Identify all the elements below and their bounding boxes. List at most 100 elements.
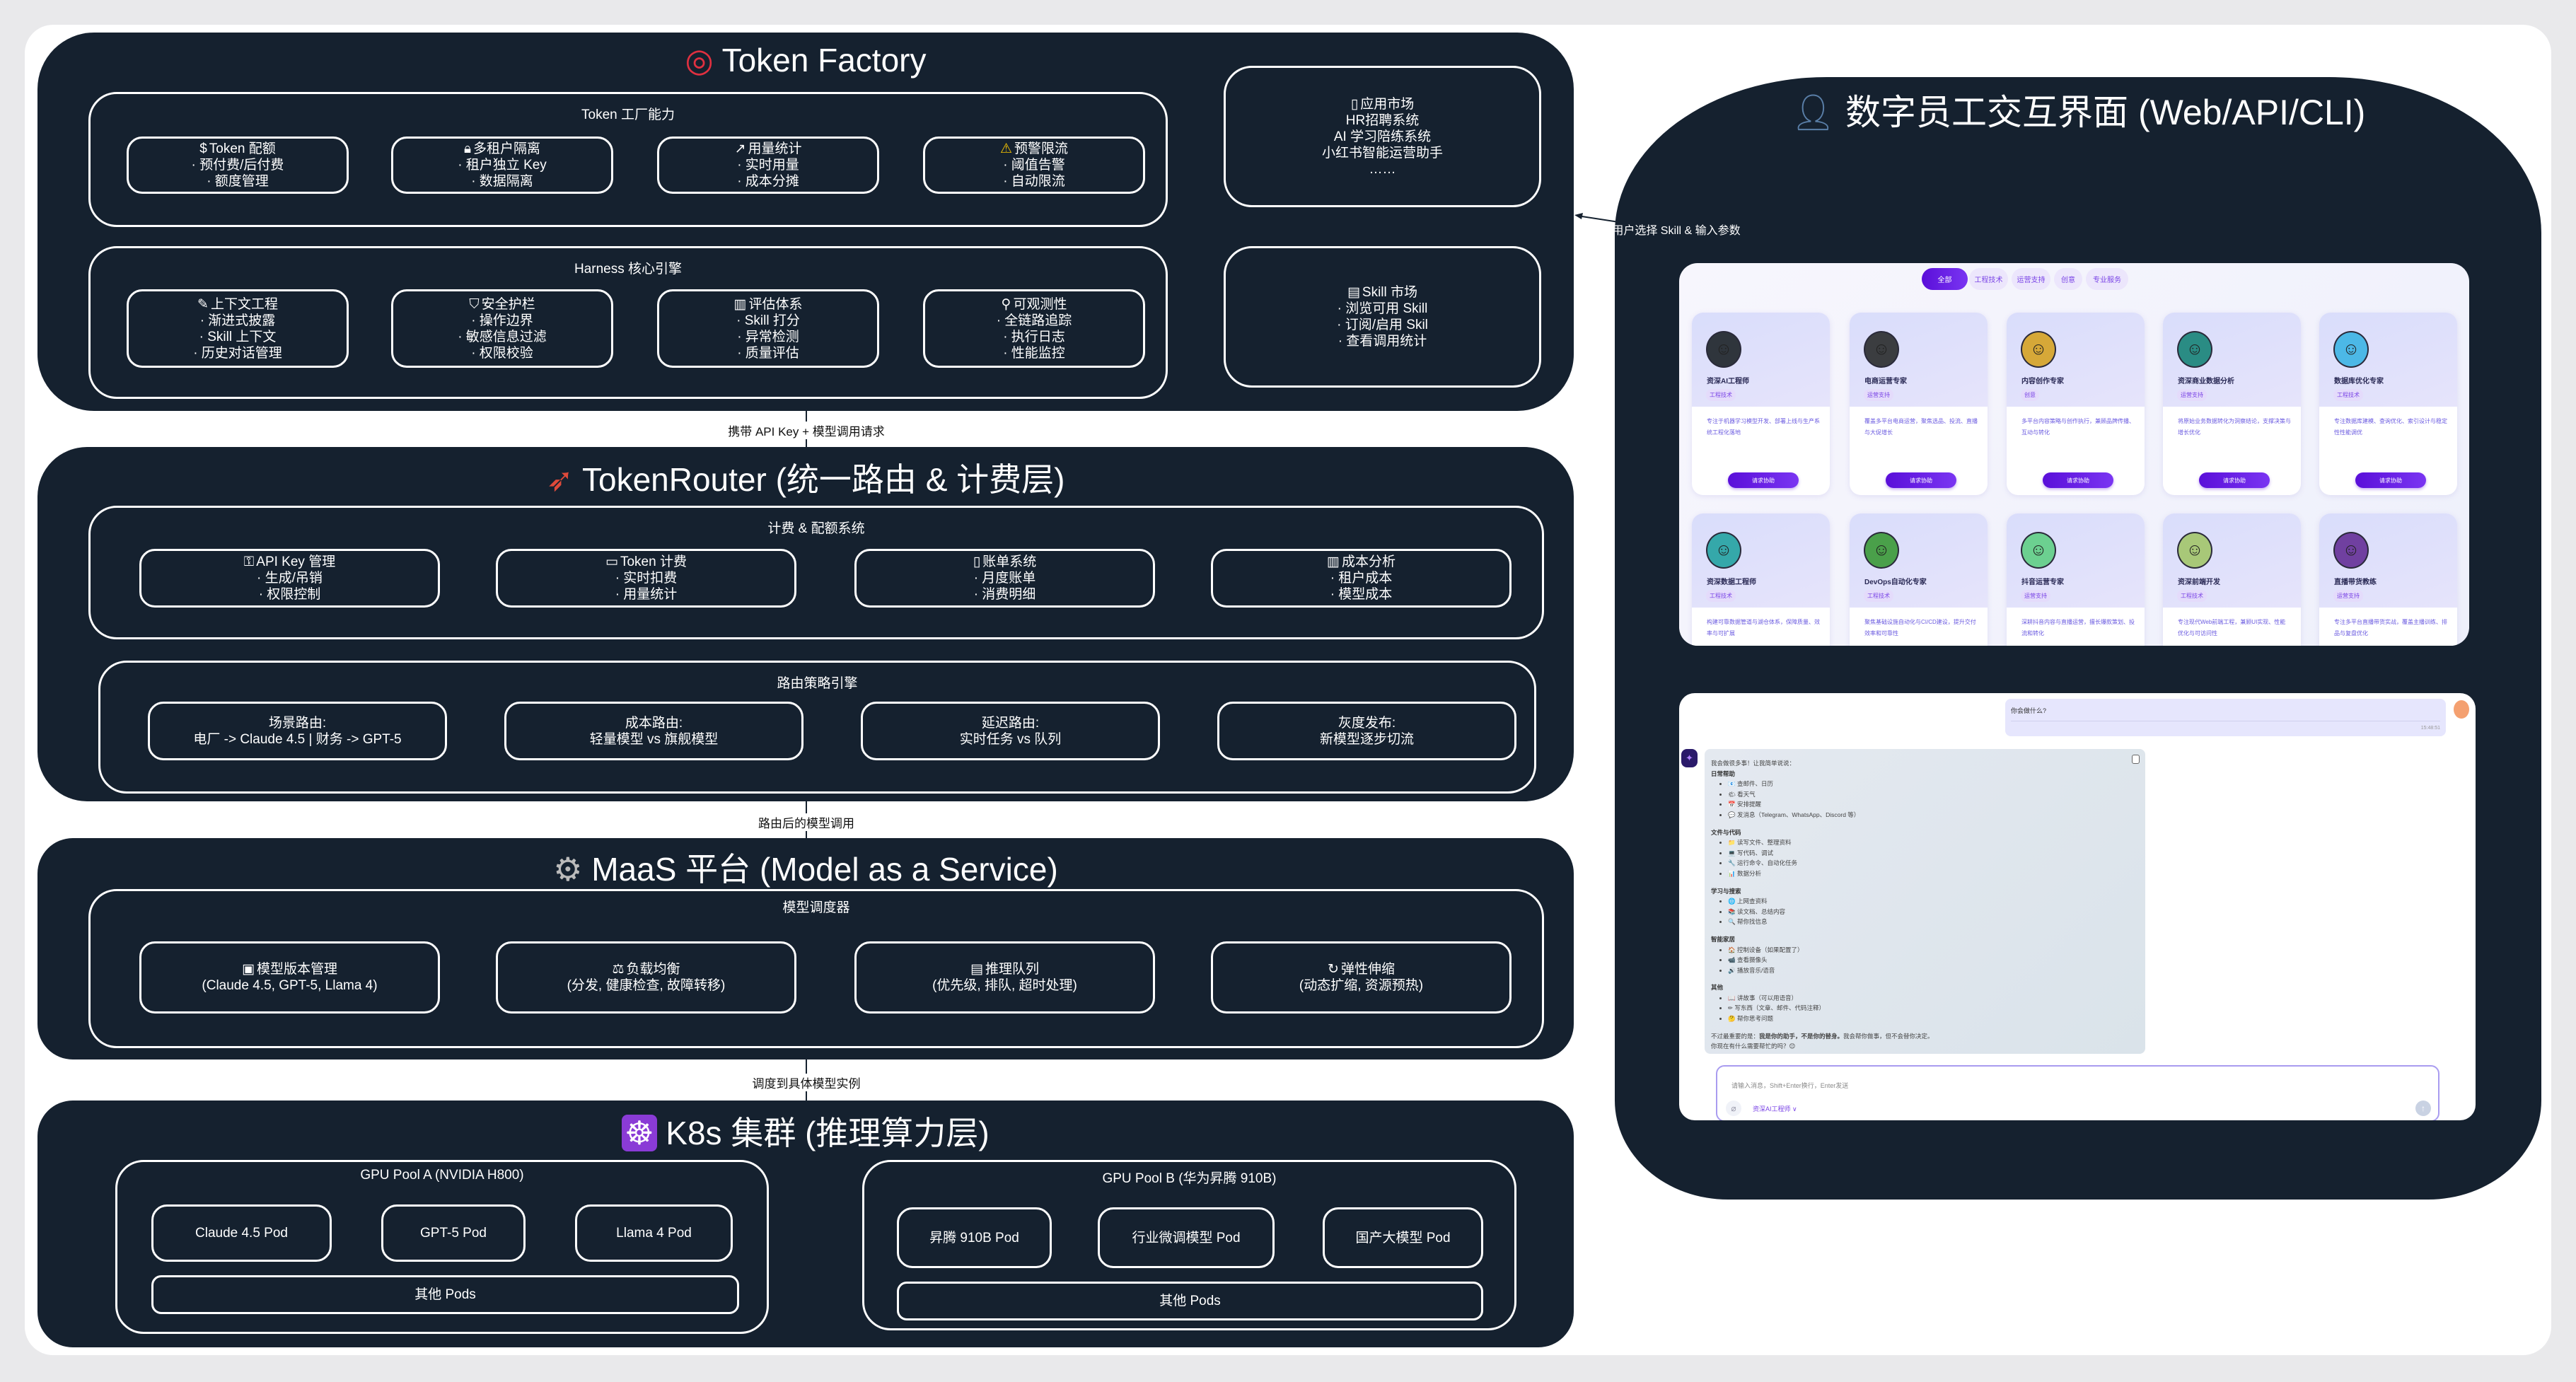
capability-section: 智能家居🏠 控制设备（如果配置了）📹 查看摄像头🔊 播放音乐/语音: [1711, 934, 2139, 975]
pod-others-b[interactable]: 其他 Pods: [897, 1282, 1483, 1320]
routing-card[interactable]: 成本路由:轻量模型 vs 旗舰模型: [504, 702, 803, 760]
list-item: 📁 读写文件、整理资料: [1728, 837, 2139, 848]
billing-card[interactable]: ▯账单系统· 月度账单· 消费明细: [854, 549, 1155, 608]
pod-llama[interactable]: Llama 4 Pod: [575, 1204, 733, 1262]
skill-card[interactable]: ☺DevOps自动化专家工程技术聚焦基础设施自动化与CI/CD建设，提升交付效率…: [1850, 513, 1988, 646]
card-item: · 阈值告警: [1003, 158, 1065, 173]
send-button[interactable]: ↑: [2415, 1101, 2431, 1116]
card-title: 上下文工程: [210, 296, 278, 312]
filter-tab[interactable]: 运营支持: [2012, 268, 2050, 290]
request-help-button[interactable]: 请求协助: [2043, 472, 2113, 488]
request-help-button[interactable]: 请求协助: [2355, 472, 2426, 488]
pod-others-a[interactable]: 其他 Pods: [151, 1275, 739, 1314]
digital-employee-title: 👤︎ 数字员工交互界面 (Web/API/CLI): [1615, 84, 2541, 135]
agent-selector[interactable]: 资深AI工程师 ∨: [1753, 1105, 1797, 1113]
filter-tab[interactable]: 工程技术: [1969, 268, 2008, 290]
user-avatar: [2454, 700, 2469, 719]
lock-icon: 🔒︎: [463, 141, 472, 156]
target-icon: ◎: [685, 42, 714, 79]
routing-card[interactable]: 灰度发布:新模型逐步切流: [1217, 702, 1516, 760]
skill-name: 资深前端开发: [2178, 579, 2220, 586]
app-market-box[interactable]: ▯应用市场 HR招聘系统 AI 学习陪练系统 小红书智能运营助手 ……: [1224, 66, 1541, 207]
closing-bold: 我是你的助手，不是你的替身。: [1759, 1032, 1844, 1040]
routing-card[interactable]: 场景路由:电厂 -> Claude 4.5 | 财务 -> GPT-5: [148, 702, 447, 760]
kubernetes-icon: ☸: [622, 1115, 657, 1151]
card-title-row: ▯账单系统: [973, 554, 1036, 570]
user-silhouette-icon: 👤︎: [1790, 93, 1836, 132]
card-title-row: ▥评估体系: [734, 296, 803, 313]
capability-card[interactable]: ↗用量统计· 实时用量· 成本分摊: [657, 137, 879, 194]
card-title: 可观测性: [1013, 296, 1067, 312]
filter-tab[interactable]: 专业服务: [2086, 268, 2128, 290]
list-item: 🔧 运行命令、自动化任务: [1728, 858, 2139, 869]
routing-card[interactable]: 延迟路由:实时任务 vs 队列: [861, 702, 1160, 760]
elevator-icon: ▯: [1350, 96, 1359, 112]
skill-card[interactable]: ☺资深AI工程师工程技术专注于机器学习模型开发、部署上线与生产系统工程化落地请求…: [1692, 313, 1830, 495]
card-title: 场景路由:: [268, 715, 327, 731]
request-help-button[interactable]: 请求协助: [1728, 472, 1799, 488]
routing-group: 路由策略引擎: [98, 661, 1536, 794]
skill-card[interactable]: ☺数据库优化专家工程技术专注数据库建模、查询优化、索引设计与稳定性性能调优请求协…: [2319, 313, 2457, 495]
request-help-button[interactable]: 请求协助: [1886, 472, 1956, 488]
billing-card[interactable]: ⚿API Key 管理· 生成/吊销· 权限控制: [139, 549, 440, 608]
pod-industry-finetune[interactable]: 行业微调模型 Pod: [1098, 1207, 1275, 1268]
skill-card[interactable]: ☺内容创作专家创意多平台内容策略与创作执行，兼顾品牌传播、互动与转化请求协助: [2007, 313, 2145, 495]
list-item: 🤔 帮你思考问题: [1728, 1014, 2139, 1024]
skill-card[interactable]: ☺资深前端开发工程技术专注现代Web前端工程，兼顾UI实现、性能优化与可访问性请…: [2163, 513, 2301, 646]
card-title: API Key 管理: [256, 554, 336, 569]
capability-section: 学习与搜索🌐 上网查资料📚 读文档、总结内容🔍 帮你找信息: [1711, 886, 2139, 927]
card-title-row: 场景路由:: [269, 715, 326, 731]
bar-chart-icon: ▥: [1327, 554, 1340, 569]
app-market-item: 小红书智能运营助手: [1321, 145, 1443, 161]
pod-domestic-llm[interactable]: 国产大模型 Pod: [1323, 1207, 1483, 1268]
pod-claude[interactable]: Claude 4.5 Pod: [151, 1204, 332, 1262]
skill-card[interactable]: ☺直播带货教练运营支持专注多平台直播带货实战，覆盖主播训练、排品与复盘优化请求协…: [2319, 513, 2457, 646]
scheduler-card[interactable]: ⚖负载均衡(分发, 健康检查, 故障转移): [496, 941, 796, 1014]
harness-card[interactable]: ⚲可观测性· 全链路追踪· 执行日志· 性能监控: [923, 289, 1145, 368]
card-title: 安全护栏: [481, 296, 535, 312]
skill-market-box[interactable]: ▤Skill 市场 · 浏览可用 Skill · 订阅/启用 Skil · 查看…: [1224, 246, 1541, 388]
skill-card[interactable]: ☺资深数据工程师工程技术构建可靠数据管道与湖仓体系，保障质量、效率与可扩展请求协…: [1692, 513, 1830, 646]
capability-card[interactable]: $Token 配额· 预付费/后付费· 额度管理: [127, 137, 349, 194]
filter-tab[interactable]: 全部: [1922, 268, 1968, 290]
copy-icon[interactable]: [2132, 755, 2140, 764]
card-item: · 权限校验: [471, 345, 533, 361]
attach-icon[interactable]: ⌀: [1726, 1101, 1741, 1116]
pod-gpt5[interactable]: GPT-5 Pod: [381, 1204, 526, 1262]
gpu-pool-a: GPU Pool A (NVIDIA H800): [115, 1160, 769, 1334]
section-title: 其他: [1711, 984, 1724, 992]
skill-card[interactable]: ☺资深商业数据分析运营支持将原始业务数据转化为洞察结论，支撑决策与增长优化请求协…: [2163, 313, 2301, 495]
card-item: · 模型成本: [1330, 587, 1393, 602]
capability-card[interactable]: 🔒︎多租户隔离· 租户独立 Key· 数据隔离: [391, 137, 613, 194]
message-input[interactable]: 请输入消息，Shift+Enter换行，Enter发送 ⌀ 资深AI工程师 ∨ …: [1716, 1065, 2439, 1120]
key-icon: ⚿: [243, 554, 255, 569]
harness-group: Harness 核心引擎: [88, 246, 1168, 399]
magnifier-icon: ⚲: [1001, 296, 1011, 312]
card-item: · 实时用量: [737, 158, 799, 173]
card-item: 电厂 -> Claude 4.5 | 财务 -> GPT-5: [193, 731, 402, 747]
card-item: · 历史对话管理: [193, 345, 282, 361]
list-item: 🌤 看天气: [1728, 789, 2139, 800]
list-item: 📚 读文档、总结内容: [1728, 907, 2139, 917]
card-title: 评估体系: [748, 296, 803, 312]
capability-card[interactable]: ⚠预警限流· 阈值告警· 自动限流: [923, 137, 1145, 194]
clipboard-icon: ▤: [1347, 285, 1360, 300]
skill-card[interactable]: ☺电商运营专家运营支持覆盖多平台电商运营，聚焦选品、投流、直播与大促增长请求协助: [1850, 313, 1988, 495]
skill-name: 数据库优化专家: [2334, 378, 2384, 385]
skill-tag: 运营支持: [1864, 389, 1893, 401]
scheduler-card[interactable]: ↻弹性伸缩(动态扩缩, 资源预热): [1211, 941, 1512, 1014]
section-list: 🏠 控制设备（如果配置了）📹 查看摄像头🔊 播放音乐/语音: [1711, 945, 2139, 976]
harness-card[interactable]: ✎上下文工程· 渐进式披露· Skill 上下文· 历史对话管理: [127, 289, 349, 368]
billing-card[interactable]: ▭Token 计费· 实时扣费· 用量统计: [496, 549, 796, 608]
pod-ascend[interactable]: 昇腾 910B Pod: [897, 1207, 1052, 1268]
filter-tab[interactable]: 创意: [2054, 268, 2082, 290]
request-help-button[interactable]: 请求协助: [2199, 472, 2270, 488]
harness-card[interactable]: ⛉安全护栏· 操作边界· 敏感信息过滤· 权限校验: [391, 289, 613, 368]
scheduler-card[interactable]: ▣模型版本管理(Claude 4.5, GPT-5, Llama 4): [139, 941, 440, 1014]
card-title-row: ⚿API Key 管理: [244, 554, 335, 570]
scheduler-card[interactable]: ▤推理队列(优先级, 排队, 超时处理): [854, 941, 1155, 1014]
card-item: 新模型逐步切流: [1319, 731, 1414, 747]
billing-card[interactable]: ▥成本分析· 租户成本· 模型成本: [1211, 549, 1512, 608]
harness-card[interactable]: ▥评估体系· Skill 打分· 异常检测· 质量评估: [657, 289, 879, 368]
